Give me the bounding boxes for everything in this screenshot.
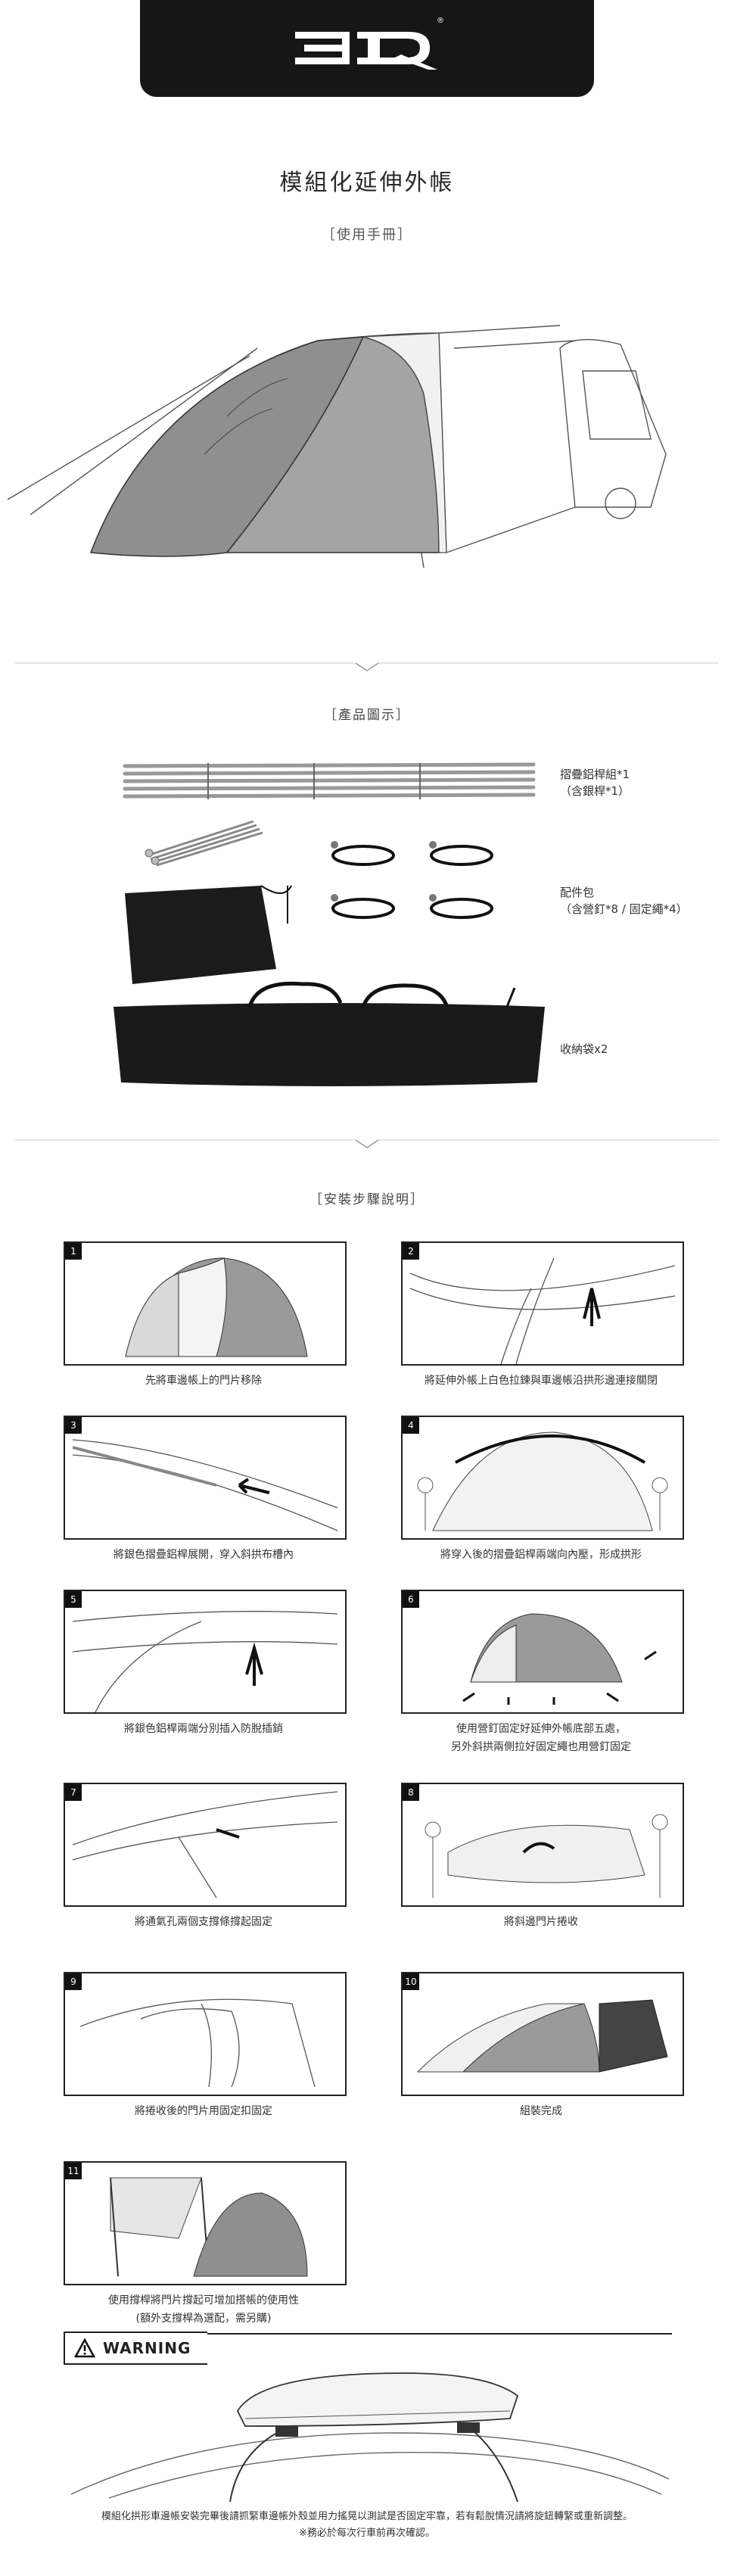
warning-label: WARNING bbox=[103, 2339, 191, 2357]
step-illustration bbox=[409, 1257, 676, 1364]
step-caption-2: 將延伸外帳上白色拉鍊與車邊帳沿拱形邊連接關閉 bbox=[425, 1375, 658, 1387]
step-illustration bbox=[79, 1998, 316, 2088]
step-panel-10: 10 bbox=[401, 1972, 684, 2096]
step-panel-8: 8 bbox=[401, 1783, 684, 1907]
step-illustration bbox=[72, 1439, 338, 1531]
section-divider bbox=[15, 1139, 719, 1148]
folding-pole-set-image bbox=[123, 762, 536, 799]
page-subtitle: ［使用手冊］ bbox=[322, 227, 412, 243]
step-caption-3: 將銀色摺疊鋁桿展開，穿入斜拱布槽內 bbox=[114, 1549, 294, 1561]
brand-logo-icon bbox=[295, 32, 437, 70]
product-label-poles: 摺疊鋁桿組*1 （含銀桿*1） bbox=[560, 768, 630, 798]
step-number: 4 bbox=[403, 1417, 419, 1434]
step-panel-9: 9 bbox=[64, 1972, 347, 2096]
warning-note: 模組化拱形車邊帳安裝完畢後請抓緊車邊帳外殼並用力搖晃以測試是否固定牢靠，若有鬆脫… bbox=[101, 2511, 633, 2539]
warning-tab: WARNING bbox=[64, 2331, 207, 2365]
brand-header: ® bbox=[140, 0, 594, 97]
step-panel-5: 5 bbox=[64, 1590, 347, 1714]
step-number: 5 bbox=[65, 1591, 82, 1608]
warning-rule bbox=[64, 2333, 672, 2365]
step-illustration bbox=[417, 1431, 668, 1531]
step-caption-4: 將穿入後的摺疊鋁桿兩端向內壓，形成拱形 bbox=[440, 1549, 642, 1561]
page-title: 模組化延伸外帳 bbox=[279, 170, 455, 196]
section-title-install: ［安裝步驟說明］ bbox=[309, 1192, 425, 1207]
step-panel-6: 6 bbox=[401, 1590, 684, 1714]
accessory-pouch-image bbox=[125, 885, 292, 984]
product-label-accessory-kit: 配件包 （含營釘*8 / 固定繩*4） bbox=[560, 886, 688, 916]
step-panel-11: 11 bbox=[64, 2161, 347, 2285]
step-illustration bbox=[462, 1613, 657, 1705]
step-caption-9: 將捲收後的門片用固定扣固定 bbox=[135, 2105, 272, 2117]
step-illustration bbox=[425, 1814, 668, 1898]
step-illustration bbox=[72, 1611, 338, 1712]
step-number: 3 bbox=[65, 1417, 82, 1434]
step-number: 10 bbox=[403, 1973, 419, 1990]
step-number: 9 bbox=[65, 1973, 82, 1990]
step-caption-8: 將斜邊門片捲收 bbox=[504, 1916, 578, 1928]
step-illustration bbox=[72, 1791, 338, 1899]
step-illustration bbox=[416, 1999, 668, 2073]
step-caption-7: 將通氣孔兩個支撐條撐起固定 bbox=[135, 1916, 272, 1928]
step-panel-3: 3 bbox=[64, 1416, 347, 1540]
section-title-product: ［產品圖示］ bbox=[324, 708, 410, 723]
step-number: 1 bbox=[65, 1243, 82, 1260]
step-caption-10: 組裝完成 bbox=[520, 2105, 562, 2117]
step-number: 8 bbox=[403, 1784, 419, 1801]
step-panel-4: 4 bbox=[401, 1416, 684, 1540]
step-number: 6 bbox=[403, 1591, 419, 1608]
step-caption-5: 將銀色鋁桿兩端分別插入防脫插銷 bbox=[124, 1723, 283, 1735]
step-illustration bbox=[110, 2177, 308, 2277]
step-caption-11: 使用撐桿將門片撐起可增加搭帳的使用性 (額外支撐桿為選配，需另購) bbox=[108, 2294, 299, 2325]
step-panel-7: 7 bbox=[64, 1783, 347, 1907]
step-panel-2: 2 bbox=[401, 1241, 684, 1366]
step-number: 11 bbox=[65, 2163, 82, 2179]
guy-ropes-image bbox=[331, 841, 493, 919]
warning-triangle-icon bbox=[74, 2338, 95, 2358]
product-label-storage-bag: 收納袋x2 bbox=[560, 1042, 608, 1056]
step-panel-1: 1 bbox=[64, 1241, 347, 1366]
tent-stakes-image bbox=[145, 820, 263, 867]
step-illustration bbox=[125, 1257, 308, 1357]
registered-mark: ® bbox=[437, 17, 444, 25]
storage-bag-image bbox=[114, 981, 545, 1086]
step-number: 7 bbox=[65, 1784, 82, 1801]
step-number: 2 bbox=[403, 1243, 419, 1260]
section-divider bbox=[15, 662, 719, 671]
step-caption-1: 先將車邊帳上的門片移除 bbox=[145, 1375, 262, 1387]
roof-box-illustration bbox=[70, 2372, 670, 2502]
step-caption-6: 使用營釘固定好延伸外帳底部五處， 另外斜拱兩側拉好固定繩也用營釘固定 bbox=[451, 1723, 631, 1753]
hero-tent-illustration bbox=[7, 325, 667, 568]
